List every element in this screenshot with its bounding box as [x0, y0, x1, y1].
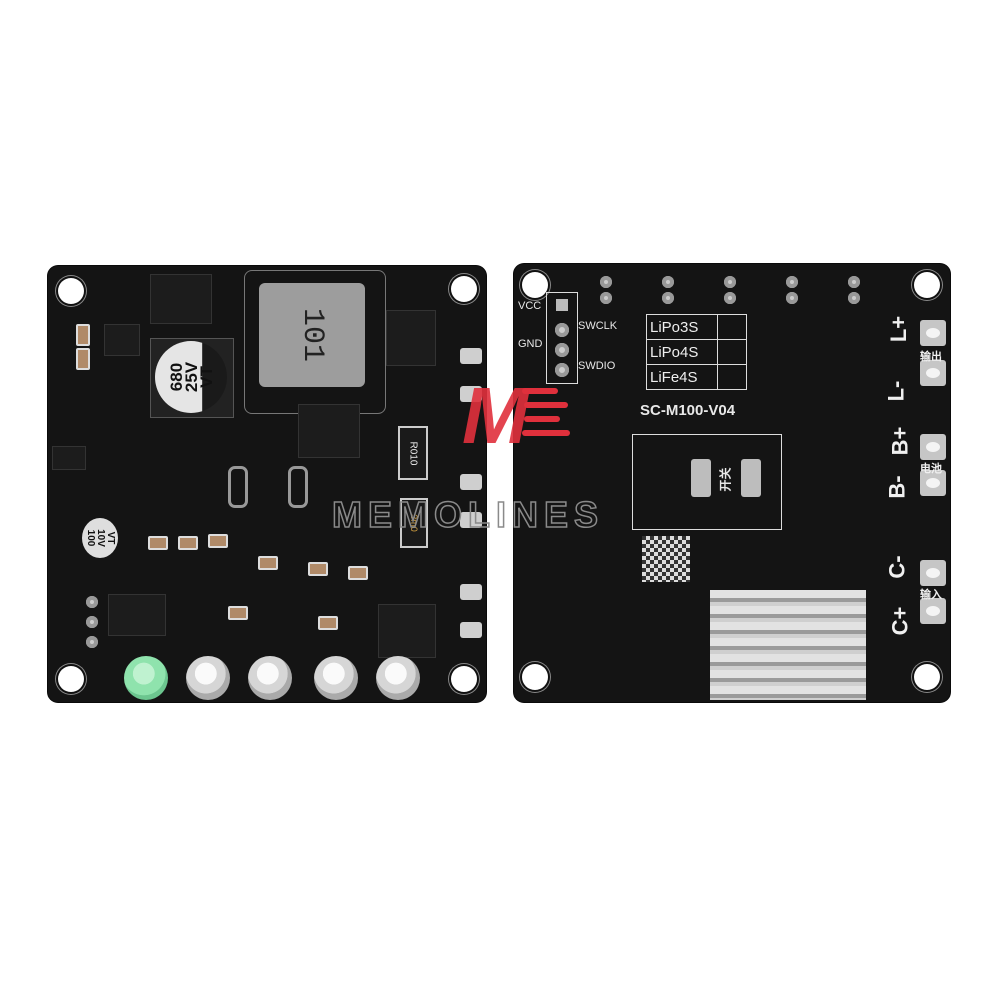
pcb-front: 101 680 25V VT VT 10V 100 R010 3m0: [48, 266, 486, 702]
status-led: [376, 656, 420, 700]
status-led: [248, 656, 292, 700]
heatsink: [710, 590, 866, 700]
label-battery: 电池: [920, 463, 942, 475]
mounting-hole: [451, 276, 477, 302]
mounting-hole: [914, 272, 940, 298]
shunt-resistor: 3m0: [400, 498, 428, 548]
battery-type-table: LiPo3S LiPo4S LiFe4S: [646, 314, 747, 390]
terminal-c-minus[interactable]: [920, 560, 946, 586]
switch-area: 开关: [632, 434, 782, 530]
watermark-text: MEMOLINES: [331, 493, 605, 536]
mosfet-top-right: [386, 310, 436, 366]
label-swdio: SWDIO: [578, 360, 616, 372]
label-b-minus: B-: [884, 475, 910, 499]
slot: [288, 466, 308, 508]
mounting-hole: [58, 666, 84, 692]
switch-label: 开关: [718, 467, 733, 492]
label-c-plus: C+: [887, 606, 913, 636]
mounting-hole: [914, 664, 940, 690]
label-gnd: GND: [518, 338, 543, 350]
qr-code: [642, 536, 690, 582]
mcu-tssop: [108, 594, 166, 636]
watermark-logo: M: [462, 371, 572, 460]
status-led: [186, 656, 230, 700]
debug-header: [546, 292, 578, 384]
slot: [228, 466, 248, 508]
power-inductor: 101: [244, 270, 386, 414]
label-b-plus: B+: [887, 426, 913, 456]
terminal-b-minus[interactable]: [920, 470, 946, 496]
pcb-back: VCC SWCLK GND SWDIO LiPo3S LiPo4S LiFe4S…: [514, 264, 950, 702]
sense-resistor: R010: [398, 426, 428, 480]
label-vcc: VCC: [518, 300, 542, 312]
inductor-marking: 101: [294, 307, 329, 363]
mosfet-top-left: [150, 274, 212, 324]
mounting-hole: [522, 272, 548, 298]
label-l-minus: L-: [883, 380, 909, 402]
label-output: 输出: [920, 351, 942, 363]
label-swclk: SWCLK: [578, 320, 618, 332]
label-input: 输入: [920, 589, 942, 601]
mounting-hole: [451, 666, 477, 692]
terminal-l-plus[interactable]: [920, 320, 946, 346]
label-c-minus: C-: [884, 555, 910, 579]
mosfet-bottom: [378, 604, 436, 658]
small-capacitor: VT 10V 100: [82, 518, 118, 558]
regulator-sot223: [52, 446, 86, 470]
status-led-green: [124, 656, 168, 700]
ic-soic8: [104, 324, 140, 356]
mosfet-mid: [298, 404, 360, 458]
terminal-l-minus[interactable]: [920, 360, 946, 386]
label-l-plus: L+: [886, 315, 912, 343]
electrolytic-capacitor: 680 25V VT: [150, 338, 234, 418]
terminal-b-plus[interactable]: [920, 434, 946, 460]
mounting-hole: [58, 278, 84, 304]
status-led: [314, 656, 358, 700]
model-label: SC-M100-V04: [640, 402, 736, 419]
terminal-c-plus[interactable]: [920, 598, 946, 624]
mounting-hole: [522, 664, 548, 690]
